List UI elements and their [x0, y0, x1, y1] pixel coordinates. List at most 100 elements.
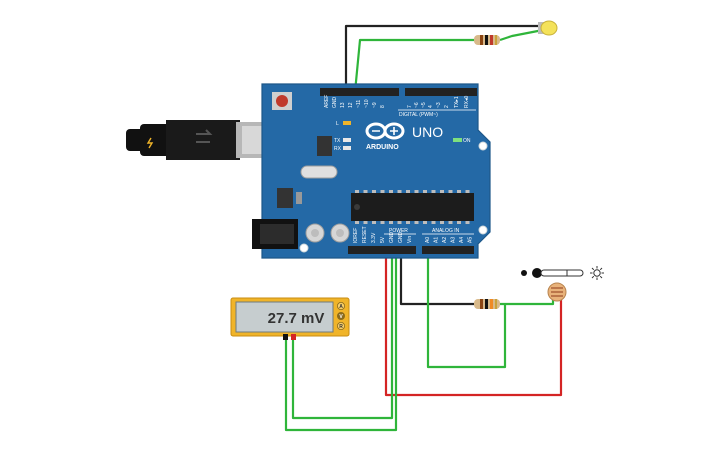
digital-pin-label: ~10: [364, 99, 370, 108]
thermometer-icon: [532, 268, 584, 278]
sun-icon: [590, 266, 604, 280]
chip-leg: [448, 190, 453, 193]
chip-leg: [448, 221, 453, 224]
led[interactable]: [538, 20, 558, 36]
photoresistor[interactable]: [547, 282, 567, 302]
chip-leg: [431, 190, 436, 193]
wire-led-pin13[interactable]: [353, 38, 474, 93]
digital-pin-label: 2: [444, 105, 450, 108]
chip-leg: [389, 190, 393, 193]
chip-leg: [423, 221, 427, 224]
analog-pin-label: A3: [451, 237, 457, 243]
digital-pin-label: ~9: [372, 102, 378, 108]
wire-resistor-led[interactable]: [499, 28, 544, 42]
digital-pin-label: RX◂0: [464, 96, 470, 108]
power-led: ON: [453, 138, 471, 144]
analog-pin-label: A2: [442, 237, 448, 243]
power-pin-label: RESET: [362, 226, 368, 243]
power-pin-label: IOREF: [353, 228, 359, 243]
power-pin-label: GND: [389, 232, 395, 244]
led-tx-label: TX: [334, 138, 341, 144]
digital-pin-label: ~6: [414, 102, 420, 108]
status-leds: L TX RX: [334, 121, 351, 152]
analog-pin-label: A4: [459, 237, 465, 243]
analog-header[interactable]: [422, 246, 474, 254]
digital-header[interactable]: [320, 88, 477, 96]
digital-pin-label: AREF: [324, 95, 330, 108]
regulator: [277, 188, 293, 208]
digital-pin-label: 7: [407, 105, 413, 108]
analog-pin-label: A1: [434, 237, 440, 243]
wire-probe-black[interactable]: [284, 247, 398, 432]
digital-pin-label: 13: [340, 102, 346, 108]
atmega-chip: [351, 193, 474, 221]
analog-header-label: ANALOG IN: [432, 228, 460, 234]
mode-button-label: R: [339, 324, 343, 330]
wire-probe-red[interactable]: [291, 247, 394, 420]
mode-button-label: A: [339, 304, 343, 310]
capacitors: [305, 223, 350, 243]
chip-leg: [355, 221, 359, 224]
multimeter[interactable]: 27.7 mV AVR: [230, 297, 350, 340]
on-label: ON: [463, 138, 471, 144]
wire-gnd-resistor[interactable]: [399, 247, 474, 306]
mode-button-label: V: [339, 314, 343, 320]
chip-leg: [406, 190, 410, 193]
wires: [284, 24, 563, 432]
probe-terminal-v[interactable]: [291, 334, 296, 340]
chip-leg: [457, 221, 461, 224]
digital-pin-label: ~5: [421, 102, 427, 108]
power-pin-label: 3.3V: [371, 232, 377, 243]
led-resistor[interactable]: [474, 35, 500, 45]
chip-leg: [380, 221, 385, 224]
digital-header-label: DIGITAL (PWM~): [399, 112, 438, 118]
led-l-label: L: [336, 121, 339, 127]
power-pin-label: GND: [398, 232, 404, 244]
arduino-logo: ARDUINO UNO: [365, 122, 443, 151]
wire-resistor-ldr[interactable]: [500, 298, 555, 306]
crystal: [300, 165, 338, 179]
usb-chip: [317, 136, 332, 156]
light-slider[interactable]: [521, 266, 604, 280]
chip-leg: [363, 190, 368, 193]
power-pin-label: 5V: [380, 236, 386, 243]
chip-leg: [440, 221, 444, 224]
digital-pin-label: ~11: [356, 100, 362, 108]
ldr-resistor[interactable]: [474, 299, 500, 309]
wire-5v-ldr[interactable]: [384, 247, 563, 397]
brand-text: ARDUINO: [366, 144, 399, 151]
analog-pin-label: A5: [468, 237, 474, 243]
mode-buttons: AVR: [336, 301, 345, 330]
mode-button-r[interactable]: [336, 321, 345, 330]
chip-leg: [414, 190, 419, 193]
chip-leg: [465, 221, 470, 224]
power-header-label: POWER: [389, 228, 408, 234]
chip-leg: [440, 190, 444, 193]
led-rx-label: RX: [334, 146, 342, 152]
chip-leg: [431, 221, 436, 224]
chip-leg: [355, 190, 359, 193]
digital-pin-label: 4: [428, 105, 434, 108]
digital-pin-label: TX▸1: [454, 96, 460, 108]
multimeter-reading: 27.7 mV: [268, 310, 325, 327]
chip-leg: [397, 190, 402, 193]
power-header[interactable]: [348, 246, 416, 254]
mode-button-a[interactable]: [336, 301, 345, 310]
power-jack[interactable]: [252, 219, 298, 249]
reset-button[interactable]: [272, 92, 292, 110]
wire-led-gnd[interactable]: [344, 24, 542, 92]
power-pin-label: Vin: [407, 236, 413, 243]
digital-pin-label: ~3: [436, 102, 442, 108]
chip-leg: [423, 190, 427, 193]
chip-leg: [372, 221, 376, 224]
mode-button-v[interactable]: [336, 311, 345, 320]
probe-terminal-com[interactable]: [283, 334, 288, 340]
analog-pin-label: A0: [425, 237, 431, 243]
chip-leg: [414, 221, 419, 224]
wire-a0-divider[interactable]: [426, 247, 507, 369]
chip-leg: [363, 221, 368, 224]
